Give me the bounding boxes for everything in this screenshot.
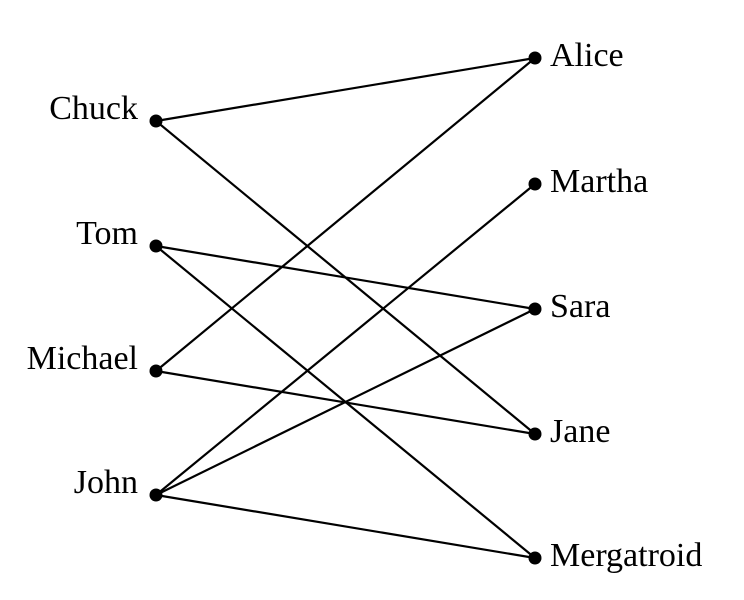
node-label-chuck: Chuck (49, 90, 138, 127)
node-label-mergatroid: Mergatroid (550, 537, 702, 574)
edge-michael-alice (155, 57, 536, 372)
node-label-martha: Martha (550, 163, 648, 200)
node-dot-sara (528, 302, 542, 316)
edge-john-martha (155, 183, 536, 496)
node-dot-chuck (149, 114, 163, 128)
node-label-jane: Jane (550, 413, 610, 450)
node-label-michael: Michael (27, 340, 138, 377)
nodes-layer (149, 51, 542, 565)
node-dot-martha (528, 177, 542, 191)
node-label-sara: Sara (550, 288, 610, 325)
edge-john-mergatroid (155, 493, 536, 560)
node-dot-jane (528, 427, 542, 441)
edge-chuck-alice (155, 56, 536, 123)
node-dot-john (149, 488, 163, 502)
edges-layer (155, 56, 536, 560)
edge-tom-sara (155, 244, 536, 311)
node-label-alice: Alice (550, 37, 624, 74)
node-dot-alice (528, 51, 542, 65)
node-label-john: John (74, 464, 138, 501)
node-label-tom: Tom (76, 215, 138, 252)
node-dot-michael (149, 364, 163, 378)
node-dot-mergatroid (528, 551, 542, 565)
edge-john-sara (155, 308, 536, 496)
node-dot-tom (149, 239, 163, 253)
